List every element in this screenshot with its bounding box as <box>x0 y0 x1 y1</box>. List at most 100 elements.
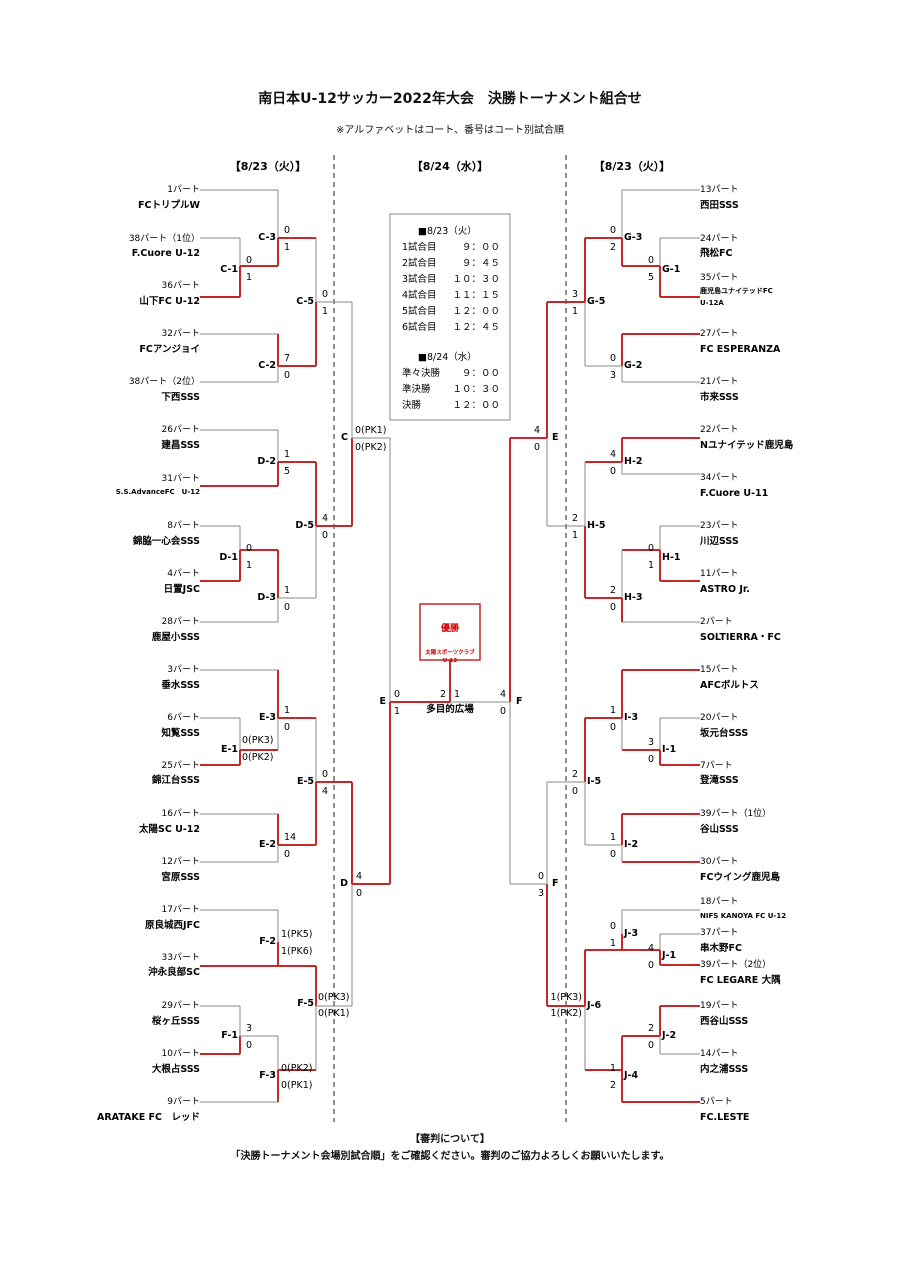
schedule-header-day1: ■8/23（火） <box>418 225 477 237</box>
match-code: I-2 <box>624 839 638 850</box>
date-right: 【8/23（火）】 <box>594 160 670 173</box>
match-score: 0(PK2) <box>242 752 273 763</box>
team-name: 下西SSS <box>161 392 200 403</box>
team-name: FC.LESTE <box>700 1112 749 1123</box>
match-code: I-1 <box>662 744 676 755</box>
team-name: 串木野FC <box>700 942 742 954</box>
match-code: F-1 <box>221 1030 238 1041</box>
team-slot: 1パート <box>167 184 200 195</box>
match-score: 0 <box>284 602 290 613</box>
team-name: 知覧SSS <box>160 727 200 739</box>
champion-box: 優勝 太陽スポーツクラブ U-12 <box>419 603 481 664</box>
team-slot: 12パート <box>162 856 200 867</box>
team-name: Nユナイテッド鹿児島 <box>700 439 794 451</box>
match-code: D <box>340 878 348 889</box>
team-name: 谷山SSS <box>700 823 739 835</box>
team-name: F.Cuore U-12 <box>132 248 200 259</box>
match-code: J-6 <box>586 1000 601 1011</box>
match-code: H-5 <box>587 520 606 531</box>
match-score: 0 <box>610 921 616 932</box>
team-slot: 15パート <box>700 664 738 675</box>
match-score: 0(PK3) <box>242 735 273 746</box>
match-score: 3 <box>648 737 654 748</box>
schedule-label: 準々決勝 <box>402 367 441 379</box>
final-score-right: 1 <box>454 689 460 700</box>
team-name: 鹿児島ユナイテッドFC <box>700 286 773 295</box>
match-score: 1 <box>610 832 616 843</box>
match-score: 1 <box>610 1063 616 1074</box>
champion-label: 優勝 <box>440 622 460 634</box>
team-slot: 26パート <box>162 424 200 435</box>
match-score: 14 <box>284 832 296 843</box>
team-slot: 9パート <box>167 1096 200 1107</box>
match-code: I-5 <box>587 776 601 787</box>
match-score: 0(PK3) <box>318 992 349 1003</box>
team-name: 錦江台SSS <box>151 774 200 786</box>
match-code: E <box>552 432 559 443</box>
team-slot: 36パート <box>162 280 200 291</box>
team-slot: 21パート <box>700 376 738 387</box>
team-name: 日置JSC <box>164 583 200 595</box>
match-code: F-3 <box>259 1070 276 1081</box>
team-name: AFCボルトス <box>700 679 759 691</box>
team-slot: 38パート（2位） <box>129 375 200 387</box>
schedule-label: 準決勝 <box>402 383 431 395</box>
match-code: C-2 <box>258 360 276 371</box>
match-score: 4 <box>648 943 654 954</box>
left-teams: 1パート FCトリプルW 38パート（1位） F.Cuore U-12 36パー… <box>97 184 201 1123</box>
match-code: J-4 <box>623 1070 638 1081</box>
schedule-box: ■8/23（火） 1試合目 ９：００ 2試合目 ９：４５ 3試合目 １０：３０ … <box>389 213 511 421</box>
match-score: 0 <box>246 255 252 266</box>
match-score: 4 <box>356 871 362 882</box>
match-score: 0 <box>648 960 654 971</box>
match-score: 1 <box>610 938 616 949</box>
match-score: 5 <box>648 272 654 283</box>
team-name: 内之浦SSS <box>700 1063 748 1075</box>
match-score: 4 <box>610 449 616 460</box>
match-score: 1(PK6) <box>281 946 312 957</box>
left-bracket-lines <box>200 189 450 1103</box>
match-score: 2 <box>610 585 616 596</box>
team-slot: 18パート <box>700 896 738 907</box>
match-score: 3 <box>610 370 616 381</box>
match-score: 0(PK2) <box>281 1063 312 1074</box>
match-score: 4 <box>534 425 540 436</box>
schedule-label: 決勝 <box>402 399 422 411</box>
match-score: 0 <box>648 543 654 554</box>
match-code: G-5 <box>587 296 605 307</box>
match-code: F <box>552 878 559 889</box>
schedule-time: ９：００ <box>462 242 500 253</box>
team-name: FCトリプルW <box>138 199 200 211</box>
match-code: E-5 <box>297 776 314 787</box>
team-slot: 2パート <box>700 616 733 627</box>
team-name: 垂水SSS <box>161 679 200 691</box>
match-code: H-1 <box>662 552 681 563</box>
team-name: 鹿屋小SSS <box>151 631 200 643</box>
match-code: G-1 <box>662 264 680 275</box>
match-score: 1 <box>284 705 290 716</box>
match-score: 0 <box>610 722 616 733</box>
team-name: 桜ヶ丘SSS <box>152 1015 200 1027</box>
match-score: 3 <box>572 289 578 300</box>
team-slot: 39パート（2位） <box>700 958 771 970</box>
match-score: 0(PK2) <box>355 442 386 453</box>
notes-header: 【審判について】 <box>410 1134 490 1145</box>
match-code: J-1 <box>661 950 676 961</box>
date-left: 【8/23（火）】 <box>230 160 306 173</box>
team-name: 原良城西JFC <box>145 919 200 931</box>
match-code: E-1 <box>221 744 238 755</box>
match-score: 0 <box>610 849 616 860</box>
match-code: J-3 <box>623 928 638 939</box>
team-slot: 20パート <box>700 712 738 723</box>
schedule-time: １１：１５ <box>452 290 500 301</box>
match-code: C-1 <box>220 264 238 275</box>
match-score: 1 <box>322 306 328 317</box>
match-score: 0 <box>284 722 290 733</box>
schedule-header-day2: ■8/24（水） <box>418 351 477 363</box>
match-score: 0 <box>500 706 506 717</box>
match-score: 2 <box>572 513 578 524</box>
match-score: 2 <box>648 1023 654 1034</box>
match-score: 2 <box>572 769 578 780</box>
team-slot: 37パート <box>700 927 738 938</box>
match-score: 1(PK2) <box>551 1008 582 1019</box>
